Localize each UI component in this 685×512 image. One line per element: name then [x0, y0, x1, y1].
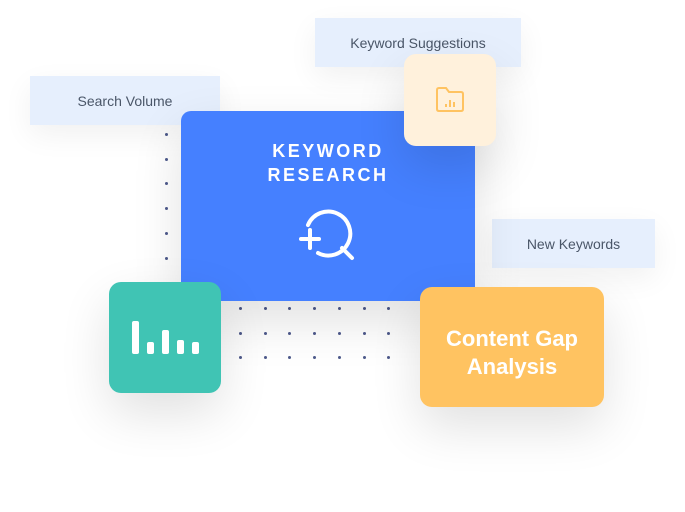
dot — [239, 307, 242, 310]
dot — [263, 307, 267, 310]
dot — [313, 307, 317, 310]
gap-title-line2: Analysis — [466, 354, 558, 379]
dot — [263, 331, 267, 335]
folder-card — [404, 54, 496, 146]
content-gap-card: Content Gap Analysis — [420, 287, 604, 407]
dot — [313, 356, 317, 359]
dot — [337, 307, 341, 310]
gap-title-line1: Content Gap — [446, 326, 578, 351]
dot — [165, 182, 168, 186]
card-title-line2: RESEARCH — [267, 165, 389, 185]
dot — [337, 331, 341, 335]
dot — [387, 331, 391, 335]
dot — [165, 256, 168, 260]
search-plus-icon — [299, 209, 354, 260]
bar-chart-icon — [132, 321, 199, 354]
dot — [165, 207, 168, 211]
dot — [387, 307, 391, 310]
bar-chart-card — [109, 282, 221, 393]
dot — [362, 356, 366, 359]
dot — [288, 307, 292, 310]
dot — [313, 331, 317, 335]
new-keywords-label: New Keywords — [492, 219, 655, 268]
dot — [362, 307, 366, 310]
dot — [337, 356, 341, 359]
dot — [288, 331, 292, 335]
dot — [239, 356, 242, 359]
dot — [165, 157, 168, 161]
folder-chart-icon — [436, 87, 464, 112]
dot — [387, 356, 391, 359]
card-title-line1: KEYWORD — [272, 141, 384, 161]
dot — [362, 331, 366, 335]
dot — [165, 133, 168, 136]
dot — [263, 356, 267, 359]
dot — [165, 231, 168, 235]
dot — [239, 331, 242, 335]
dot — [288, 356, 292, 359]
